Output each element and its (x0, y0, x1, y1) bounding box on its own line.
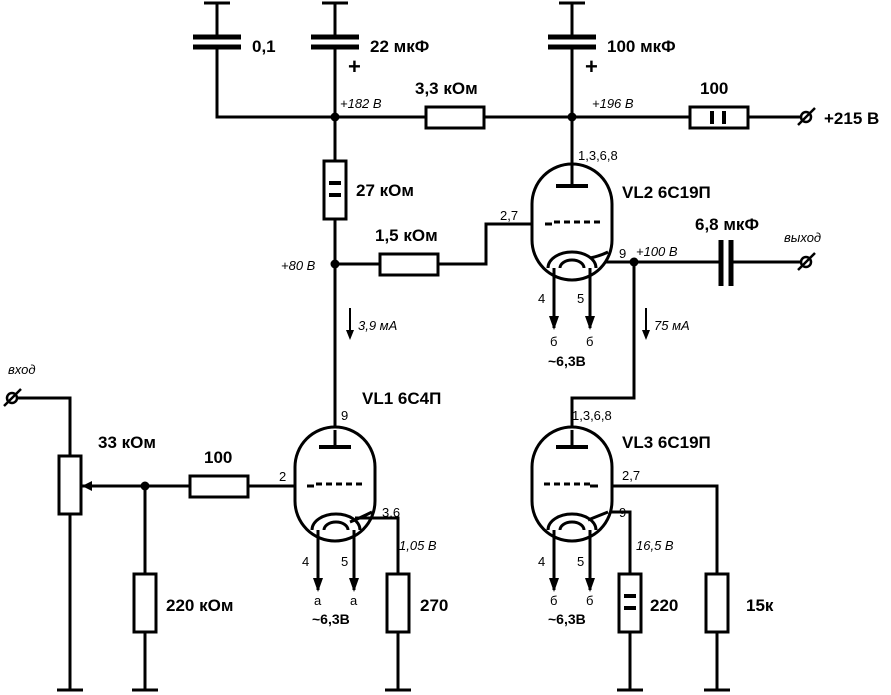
vl3-heater-tag1: б (550, 593, 557, 608)
resistor-220 (617, 572, 643, 634)
vl2-label: VL2 6С19П (622, 183, 711, 202)
vl2-grid-pin: 2,7 (500, 208, 518, 223)
tube-vl2-envelope (530, 162, 614, 282)
vl1-heater-tag2: а (350, 593, 358, 608)
vl3-cathode-pin: 9 (619, 505, 626, 520)
plus-c100: + (585, 54, 598, 79)
label-output: выход (784, 230, 821, 245)
resistor-27k (322, 159, 348, 221)
junction-196 (567, 112, 577, 122)
label-27k: 27 кОм (356, 181, 414, 200)
label-input: вход (8, 362, 36, 377)
tube-vl3-heater (546, 512, 598, 531)
tube-vl3-cathode (587, 510, 609, 522)
tube-vl1-envelope (293, 425, 377, 543)
label-1k5: 1,5 кОм (375, 226, 438, 245)
tube-vl1-cathode (349, 510, 373, 524)
vl2-heater-pin1: 4 (538, 291, 545, 306)
resistor-15k (704, 572, 730, 634)
vl3-heater-pin2: 5 (577, 554, 584, 569)
label-v165: 16,5 В (636, 538, 674, 553)
capacitor-c100 (548, 34, 596, 50)
capacitor-c22 (311, 34, 359, 50)
label-v80: +80 В (281, 258, 316, 273)
label-100-grid: 100 (204, 448, 232, 467)
plus-c22: + (348, 54, 361, 79)
resistor-220k (132, 572, 158, 634)
resistor-1k5 (378, 252, 440, 277)
vl3-heater-v: ~6,3В (548, 611, 586, 627)
junction-80 (330, 259, 340, 269)
junction-100 (629, 257, 639, 267)
label-c-out: 6,8 мкФ (695, 215, 759, 234)
vl2-anode-pin: 1,3,6,8 (578, 148, 618, 163)
vl3-heater-tag2: б (586, 593, 593, 608)
vl2-heater-tag1: б (550, 334, 557, 349)
vl3-label: VL3 6С19П (622, 433, 711, 452)
label-i75: 75 мА (654, 318, 690, 333)
vl2-heater-v: ~6,3В (548, 353, 586, 369)
label-220k: 220 кОм (166, 596, 233, 615)
label-100-supply: 100 (700, 79, 728, 98)
tube-vl2-heater (546, 250, 598, 269)
capacitors (193, 34, 734, 286)
vl2-heater-tag2: б (586, 334, 593, 349)
terminals (3, 107, 816, 407)
vl2-heater-pin2: 5 (577, 291, 584, 306)
vl1-grid-pin: 2 (279, 469, 286, 484)
label-i39: 3,9 мА (358, 318, 397, 333)
capacitor-c01 (193, 34, 241, 50)
label-supply: +215 В (824, 109, 879, 128)
junction-182 (330, 112, 340, 122)
terminal-supply (797, 107, 816, 126)
current-arrows (346, 308, 650, 340)
resistor-3k3 (424, 105, 486, 130)
tube-vl2-cathode (589, 250, 609, 260)
tube-vl3 (530, 425, 614, 592)
junction-grid (140, 481, 150, 491)
vl1-label: VL1 6С4П (362, 389, 441, 408)
vl3-anode-pin: 1,3,6,8 (572, 408, 612, 423)
capacitor-output (718, 240, 734, 286)
label-15k: 15к (746, 596, 774, 615)
tube-vl2 (530, 162, 614, 330)
vl3-grid-pin: 2,7 (622, 468, 640, 483)
resistor-100-supply (688, 105, 750, 130)
terminal-output (797, 252, 816, 271)
label-pot-33k: 33 кОм (98, 433, 156, 452)
potentiometer-33k (57, 454, 83, 516)
label-v196: +196 В (592, 96, 634, 111)
pot-wiper-arrow (82, 481, 92, 491)
vl2-cathode-pin: 9 (619, 246, 626, 261)
tube-vl3-envelope (530, 425, 614, 543)
label-c22: 22 мкФ (370, 37, 429, 56)
labels: 0,1 22 мкФ 100 мкФ + + 3,3 кОм 100 +215 … (8, 37, 879, 627)
label-v105: 1,05 В (399, 538, 437, 553)
vl1-heater-v: ~6,3В (312, 611, 350, 627)
label-v182: +182 В (340, 96, 382, 111)
label-3k3: 3,3 кОм (415, 79, 478, 98)
junctions (140, 112, 639, 491)
resistor-100-grid (188, 474, 250, 499)
vl1-cathode-pin: 3,6 (382, 505, 400, 520)
tube-vl1-heater (310, 512, 362, 531)
label-220: 220 (650, 596, 678, 615)
vl1-anode-pin: 9 (341, 408, 348, 423)
tube-vl1 (293, 425, 377, 592)
vl1-heater-tag1: а (314, 593, 322, 608)
label-c100: 100 мкФ (607, 37, 676, 56)
label-v100: +100 В (636, 244, 678, 259)
grounds (57, 1, 730, 692)
resistor-270 (385, 572, 411, 634)
vl1-heater-pin1: 4 (302, 554, 309, 569)
resistors (57, 105, 750, 634)
vl1-heater-pin2: 5 (341, 554, 348, 569)
label-c01: 0,1 (252, 37, 276, 56)
label-270: 270 (420, 596, 448, 615)
vl3-heater-pin1: 4 (538, 554, 545, 569)
terminal-input (3, 388, 22, 407)
